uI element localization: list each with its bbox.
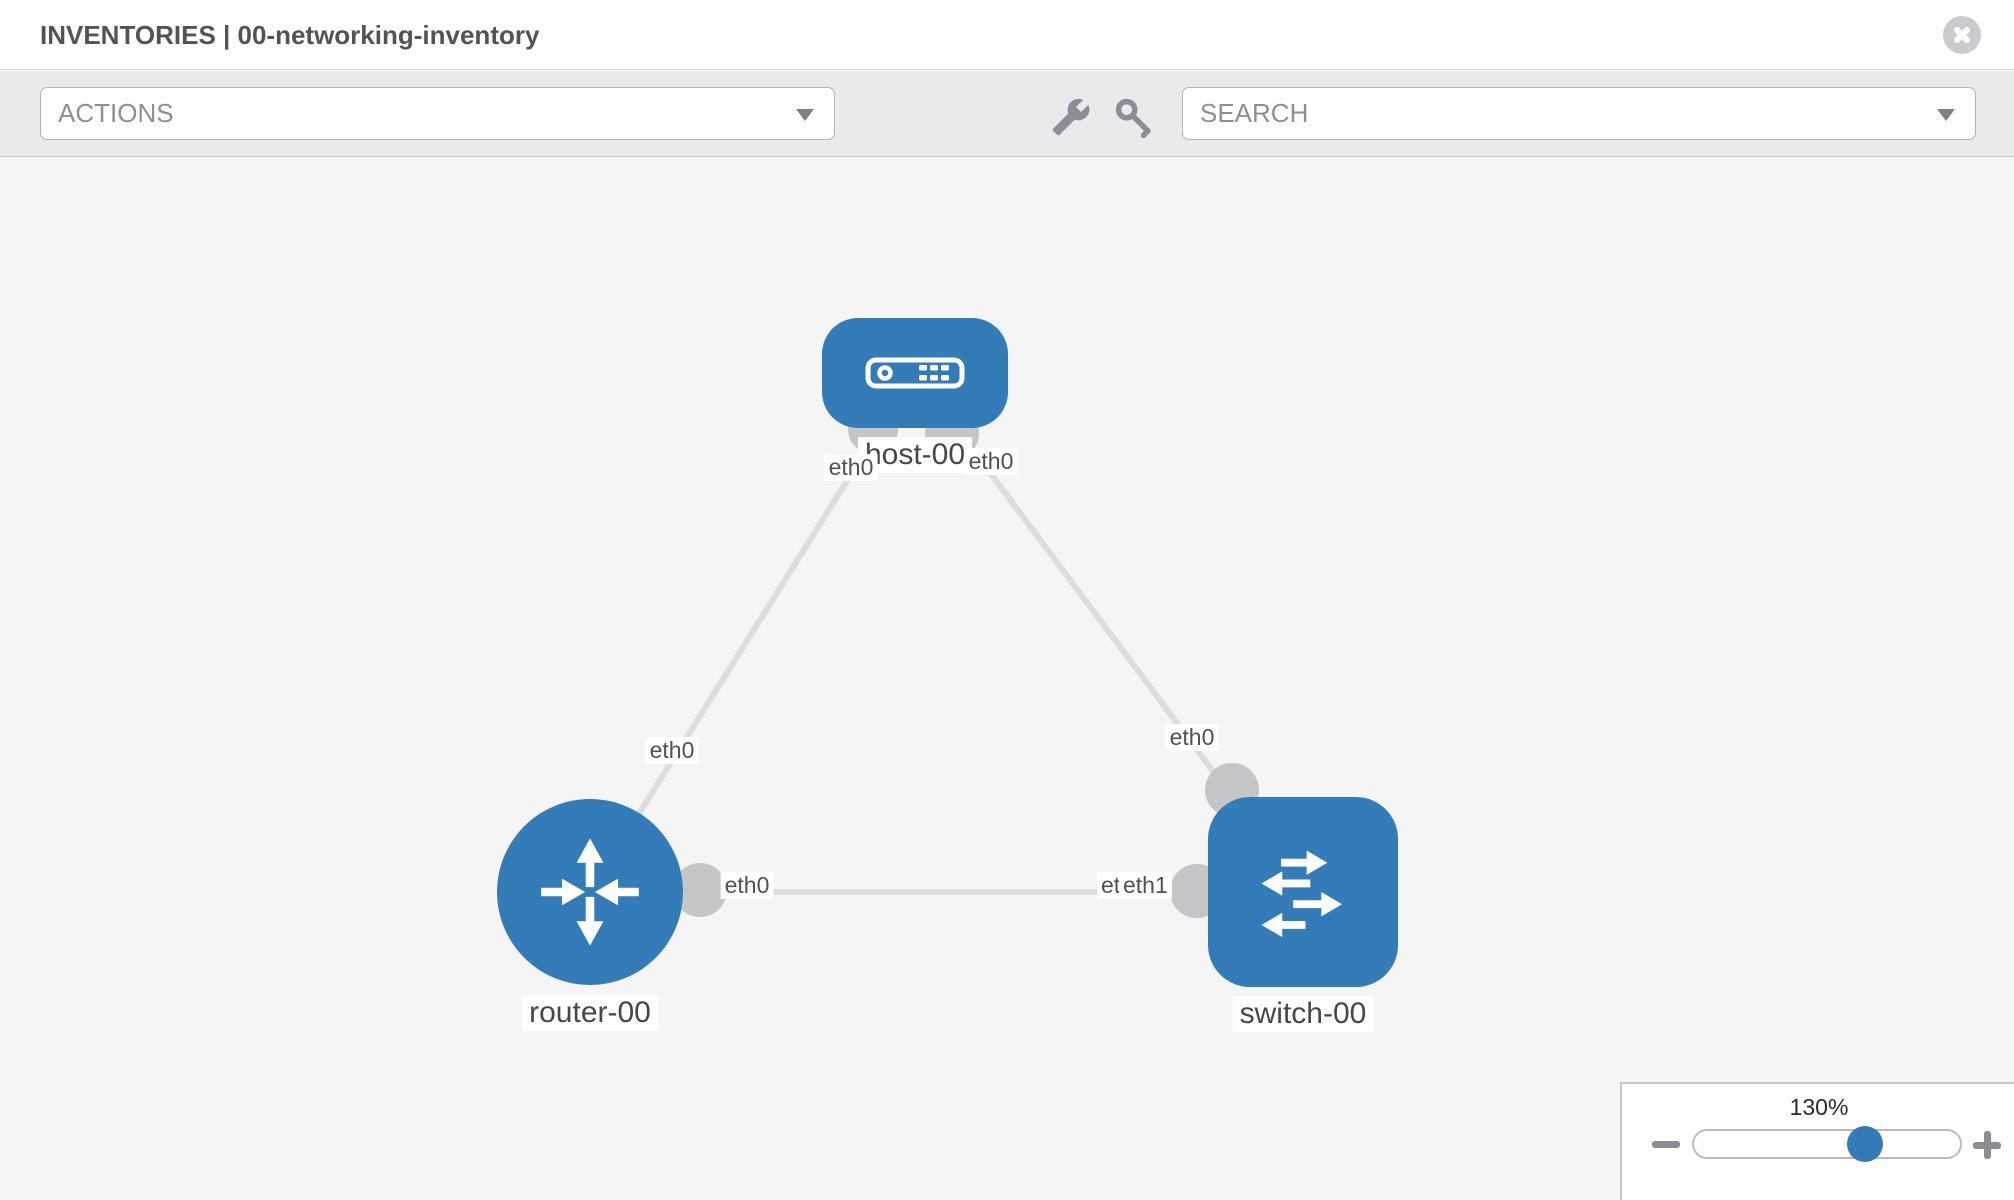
page-title: INVENTORIES | 00-networking-inventory [40,20,540,50]
zoom-slider-thumb[interactable] [1847,1126,1883,1162]
host-icon [865,357,965,389]
port-label-switch-to-router: eth1 [1119,872,1172,899]
node-label-switch: switch-00 [1232,996,1374,1032]
toolbar: ACTIONS SEARCH [0,71,2014,157]
plus-icon [1984,1131,1991,1159]
node-label-router: router-00 [522,995,658,1031]
zoom-level-value: 130% [1789,1094,1849,1120]
port-label-switch-to-host: eth0 [1165,724,1219,751]
key-icon[interactable] [1112,95,1156,144]
port-label-router-to-switch: eth0 [720,872,774,899]
actions-dropdown-label: ACTIONS [58,98,174,128]
port-label-router-to-host: eth0 [645,737,699,764]
node-router-00[interactable] [497,799,683,985]
router-icon [541,838,639,946]
search-dropdown[interactable]: SEARCH [1182,87,1976,140]
chevron-down-icon [1937,109,1955,121]
chevron-down-icon [796,109,814,121]
node-switch-00[interactable] [1208,797,1398,987]
title-bar: INVENTORIES | 00-networking-inventory [0,0,2014,70]
actions-dropdown[interactable]: ACTIONS [40,87,835,140]
switch-icon [1261,850,1343,938]
zoom-slider-track[interactable] [1692,1129,1962,1159]
port-label-host-to-switch: eth0 [964,448,1018,475]
zoom-out-button[interactable] [1652,1141,1680,1148]
search-dropdown-label: SEARCH [1200,98,1309,128]
wrench-icon[interactable] [1051,97,1091,142]
zoom-in-button[interactable] [1973,1131,2001,1159]
port-circle-router-right[interactable] [673,863,727,917]
zoom-control-panel: 130% [1620,1082,2014,1200]
port-label-host-to-router: eth0 [824,454,878,481]
topology-canvas[interactable]: host-00 router-00 switch-00 eth0 eth0 et… [0,157,2014,1200]
topology-links-layer [587,370,1306,918]
node-host-00[interactable] [822,318,1008,428]
close-button[interactable] [1943,16,1981,54]
